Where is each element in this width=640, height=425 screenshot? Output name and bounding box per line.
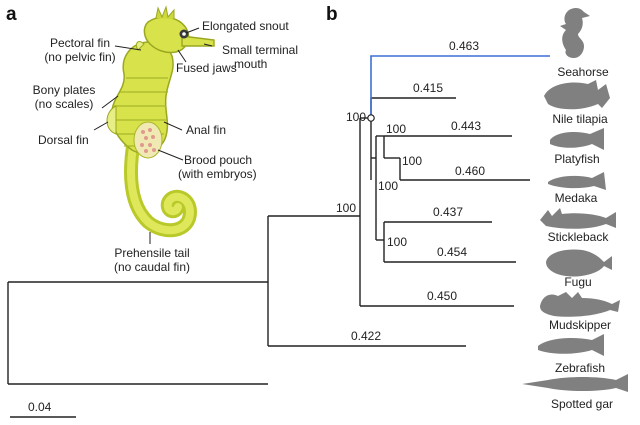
seahorse-silhouette bbox=[560, 8, 590, 58]
phylogenetic-tree bbox=[7, 55, 550, 385]
taxon-platyfish: Platyfish bbox=[554, 152, 599, 166]
platyfish-silhouette bbox=[550, 128, 604, 150]
spotted-gar-silhouette bbox=[522, 374, 628, 392]
label-bony-plates-note: (no scales) bbox=[35, 97, 94, 111]
label-pectoral-fin-note: (no pelvic fin) bbox=[44, 50, 115, 64]
bl-stickleback: 0.437 bbox=[433, 205, 463, 219]
fugu-silhouette bbox=[546, 249, 612, 277]
label-small-terminal-mouth: Small terminal bbox=[222, 43, 298, 57]
bootstrap-ingroup: 100 bbox=[336, 201, 356, 215]
label-brood-pouch-note: (with embryos) bbox=[178, 167, 257, 181]
taxon-fugu: Fugu bbox=[564, 275, 591, 289]
panel-label-a: a bbox=[6, 4, 17, 25]
label-anal-fin: Anal fin bbox=[186, 123, 226, 137]
bl-mudskipper: 0.450 bbox=[427, 289, 457, 303]
label-pectoral-fin: Pectoral fin bbox=[50, 36, 110, 50]
annotation-leaders bbox=[93, 27, 213, 244]
branch-seahorse bbox=[370, 55, 550, 118]
label-fused-jaws: Fused jaws bbox=[176, 61, 237, 75]
taxon-nile-tilapia: Nile tilapia bbox=[552, 112, 608, 126]
panel-label-b: b bbox=[326, 4, 338, 25]
taxon-medaka: Medaka bbox=[555, 191, 598, 205]
seahorse-illustration bbox=[106, 5, 215, 238]
taxon-spotted-gar: Spotted gar bbox=[551, 397, 613, 411]
bl-seahorse: 0.463 bbox=[449, 39, 479, 53]
bootstrap-percomorph: 100 bbox=[346, 110, 366, 124]
mudskipper-silhouette bbox=[540, 292, 620, 317]
zebrafish-silhouette bbox=[538, 334, 604, 356]
bootstrap-stickle-fugu: 100 bbox=[387, 235, 407, 249]
label-brood-pouch: Brood pouch bbox=[184, 153, 252, 167]
label-bony-plates: Bony plates bbox=[33, 83, 96, 97]
taxon-stickleback: Stickleback bbox=[548, 230, 610, 244]
medaka-silhouette bbox=[548, 172, 606, 190]
taxon-zebrafish: Zebrafish bbox=[555, 361, 605, 375]
bl-platyfish: 0.443 bbox=[451, 119, 481, 133]
bootstrap-platy-medaka: 100 bbox=[402, 154, 422, 168]
nile-tilapia-silhouette bbox=[544, 80, 610, 110]
taxon-seahorse: Seahorse bbox=[557, 65, 609, 79]
bl-medaka: 0.460 bbox=[455, 164, 485, 178]
bootstrap-platy-medaka-inner: 100 bbox=[378, 179, 398, 193]
bl-fugu: 0.454 bbox=[437, 245, 467, 259]
stickleback-silhouette bbox=[540, 208, 616, 229]
scale-bar-label: 0.04 bbox=[28, 400, 52, 414]
label-small-terminal-mouth-2: mouth bbox=[234, 57, 267, 71]
taxon-mudskipper: Mudskipper bbox=[549, 318, 611, 332]
label-elongated-snout: Elongated snout bbox=[202, 19, 289, 33]
label-dorsal-fin: Dorsal fin bbox=[38, 133, 89, 147]
fish-silhouettes bbox=[522, 8, 628, 392]
label-prehensile-tail: Prehensile tail bbox=[114, 246, 189, 260]
bl-nile-tilapia: 0.415 bbox=[413, 81, 443, 95]
bl-zebrafish: 0.422 bbox=[351, 329, 381, 343]
bootstrap-tilapia-node: 100 bbox=[386, 122, 406, 136]
seahorse-node-marker bbox=[367, 114, 375, 122]
label-prehensile-tail-note: (no caudal fin) bbox=[114, 260, 190, 274]
